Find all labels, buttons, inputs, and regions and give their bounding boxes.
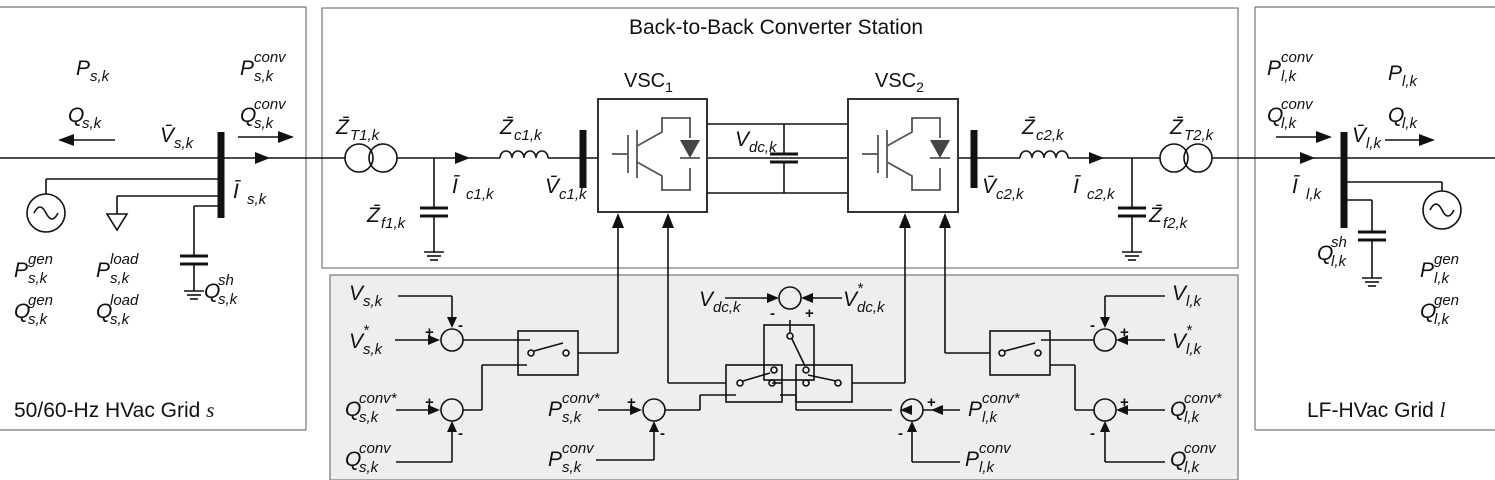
symbol-z-c1k: Z̄c1,k [499, 116, 543, 144]
symbol-c-v-lk: Vl,k [1172, 282, 1203, 310]
vsc2-label: VSC2 [875, 70, 924, 95]
symbol-c-v-lk-ref: V*l,k [1172, 322, 1203, 358]
svg-text:-: - [1090, 425, 1095, 442]
svg-text:+: + [1120, 394, 1129, 411]
svg-text:+: + [805, 305, 814, 322]
symbol-z-t1k: Z̄T1,k [335, 116, 381, 144]
generator-l-icon [1422, 190, 1462, 230]
symbol-p-lk: Pl,k [1388, 62, 1419, 90]
station-box [321, 7, 1239, 269]
symbol-v-dck: Vdc,k [735, 128, 778, 156]
symbol-z-c2k: Z̄c2,k [1021, 116, 1065, 144]
grid-l-label: LF-HVac Grid l [1307, 398, 1446, 422]
svg-text:+: + [927, 394, 936, 411]
control-panel [329, 274, 1239, 480]
symbol-v-c1k: V̄c1,k [545, 175, 588, 203]
station-title: Back-to-Back Converter Station [629, 16, 923, 39]
svg-text:-: - [458, 425, 463, 442]
symbol-c-p-lk-conv-ref: Pconv*l,k [968, 390, 1021, 426]
svg-text:-: - [1090, 317, 1095, 334]
svg-text:-: - [770, 305, 775, 322]
reactor-c1-icon [499, 150, 549, 159]
symbol-v-lk: V̄l,k [1352, 124, 1383, 152]
reactor-c2-icon [1019, 150, 1069, 159]
shunt-cap-l-icon [1344, 199, 1386, 287]
symbol-z-t2k: Z̄T2,k [1169, 116, 1215, 144]
filter-cap-2-icon [1118, 158, 1146, 261]
shunt-cap-s-icon [180, 205, 221, 300]
symbol-c-v-dck-ref: V*dc,k [843, 280, 886, 316]
symbol-c-v-sk-ref: V*s,k [349, 322, 384, 358]
symbol-z-f2k: Z̄f2,k [1148, 204, 1189, 232]
filter-cap-1-icon [420, 158, 448, 261]
symbol-c-v-dck: Vdc,k [699, 288, 742, 316]
vsc2-block [847, 98, 959, 213]
grid-s-label: 50/60-Hz HVac Grid s [14, 398, 214, 422]
svg-text:+: + [425, 394, 434, 411]
svg-text:+: + [1120, 324, 1129, 341]
symbol-c-p-sk-conv-ref: Pconv*s,k [548, 390, 601, 426]
symbol-p-sk: Ps,k [76, 57, 111, 85]
control-wiring [395, 213, 1165, 463]
vsc1-block [597, 98, 708, 213]
symbol-v-c2k: V̄c2,k [982, 175, 1025, 203]
symbol-q-sk: Qs,k [68, 104, 103, 132]
svg-text:+: + [425, 324, 434, 341]
load-s-icon [105, 213, 129, 232]
symbol-c-v-sk: Vs,k [349, 282, 384, 310]
symbol-q-lk: Ql,k [1388, 104, 1419, 132]
dc-link [707, 123, 848, 194]
svg-text:+: + [627, 394, 636, 411]
generator-s-icon [26, 193, 66, 233]
transformer-t1-icon [344, 143, 398, 173]
symbol-c-q-sk-conv-ref: Qconv*s,k [345, 390, 398, 426]
symbol-c-q-lk-conv-ref: Qconv*l,k [1170, 390, 1223, 426]
transformer-t2-icon [1159, 143, 1213, 173]
svg-text:-: - [660, 425, 665, 442]
svg-text:-: - [458, 317, 463, 334]
summing-signs: + - + - + - - + + - + - + - [425, 305, 1129, 442]
symbol-v-sk: V̄s,k [160, 124, 195, 152]
vsc1-label: VSC1 [624, 70, 673, 95]
symbol-z-f1k: Z̄f1,k [366, 204, 407, 232]
svg-text:-: - [898, 425, 903, 442]
